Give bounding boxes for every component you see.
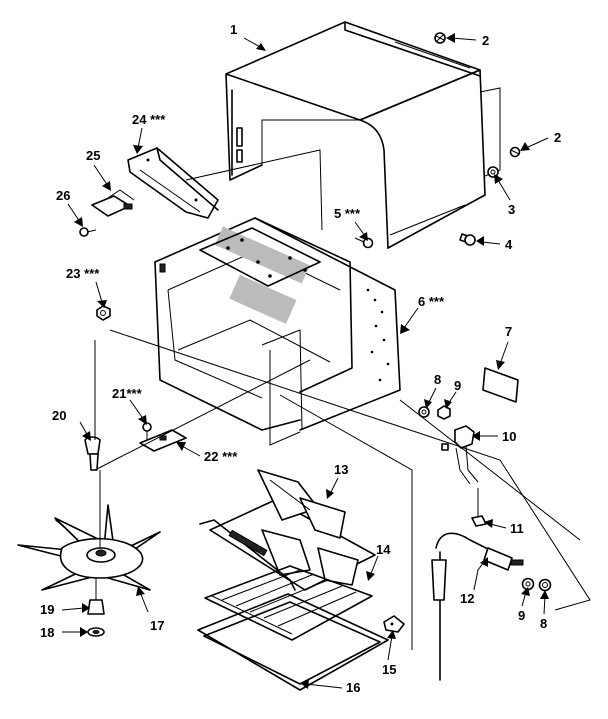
label-17: 17	[150, 618, 164, 633]
label-21: 21***	[112, 386, 143, 401]
label-26: 26	[56, 188, 70, 203]
side-nut	[437, 405, 451, 420]
bracket-screw	[142, 422, 152, 440]
callout-arrows	[61, 33, 549, 689]
screw-side	[509, 146, 521, 158]
oven-chassis	[154, 217, 401, 446]
label-22: 22 ***	[204, 449, 238, 464]
control-trim	[127, 147, 219, 219]
screw-bottom	[459, 233, 476, 246]
outer-cabinet	[225, 21, 501, 249]
oven-rack	[204, 565, 373, 641]
top-screw	[354, 237, 374, 249]
label-25: 25	[86, 148, 100, 163]
label-13: 13	[334, 462, 348, 477]
fan-washer	[87, 627, 105, 637]
motor-coupler	[84, 340, 101, 471]
label-6: 6 ***	[418, 294, 445, 309]
label-9-lower: 9	[518, 608, 525, 623]
label-7: 7	[505, 324, 512, 339]
callout-labels: 1 2 2 3 4 5 *** 6 *** 7 8 8 9 9 10 11 12…	[40, 22, 561, 695]
label-2-top: 2	[482, 33, 489, 48]
label-1: 1	[230, 22, 237, 37]
broil-pan-insert	[199, 469, 376, 591]
label-3: 3	[508, 202, 515, 217]
label-12: 12	[460, 591, 474, 606]
label-9-side: 9	[454, 378, 461, 393]
element-washer	[538, 578, 552, 592]
label-8-side: 8	[434, 372, 441, 387]
terminal-connector	[471, 488, 487, 527]
fan-nut	[87, 578, 105, 615]
latch-bracket	[91, 189, 135, 217]
heating-element	[431, 532, 524, 681]
label-14: 14	[376, 542, 391, 557]
label-19: 19	[40, 602, 54, 617]
label-2-side: 2	[554, 130, 561, 145]
baking-pan	[197, 593, 389, 691]
rear-nut	[96, 305, 111, 321]
label-8-lower: 8	[540, 616, 547, 631]
screw-top	[434, 32, 446, 44]
label-10: 10	[502, 429, 516, 444]
rack-clip	[383, 615, 405, 633]
label-11: 11	[510, 521, 524, 536]
latch-screw	[79, 227, 97, 237]
side-washer	[418, 406, 430, 418]
convection-fan	[17, 470, 161, 591]
label-16: 16	[346, 680, 360, 695]
alignment-lines	[94, 149, 591, 650]
label-4: 4	[505, 237, 513, 252]
label-24: 24 ***	[132, 112, 166, 127]
fan-bracket	[139, 429, 187, 452]
thermostat	[441, 425, 479, 485]
washer-side	[487, 166, 499, 178]
label-20: 20	[52, 408, 66, 423]
label-5: 5 ***	[334, 206, 361, 221]
cover-plate	[482, 367, 519, 403]
label-23: 23 ***	[66, 266, 100, 281]
label-18: 18	[40, 625, 54, 640]
label-15: 15	[382, 662, 396, 677]
